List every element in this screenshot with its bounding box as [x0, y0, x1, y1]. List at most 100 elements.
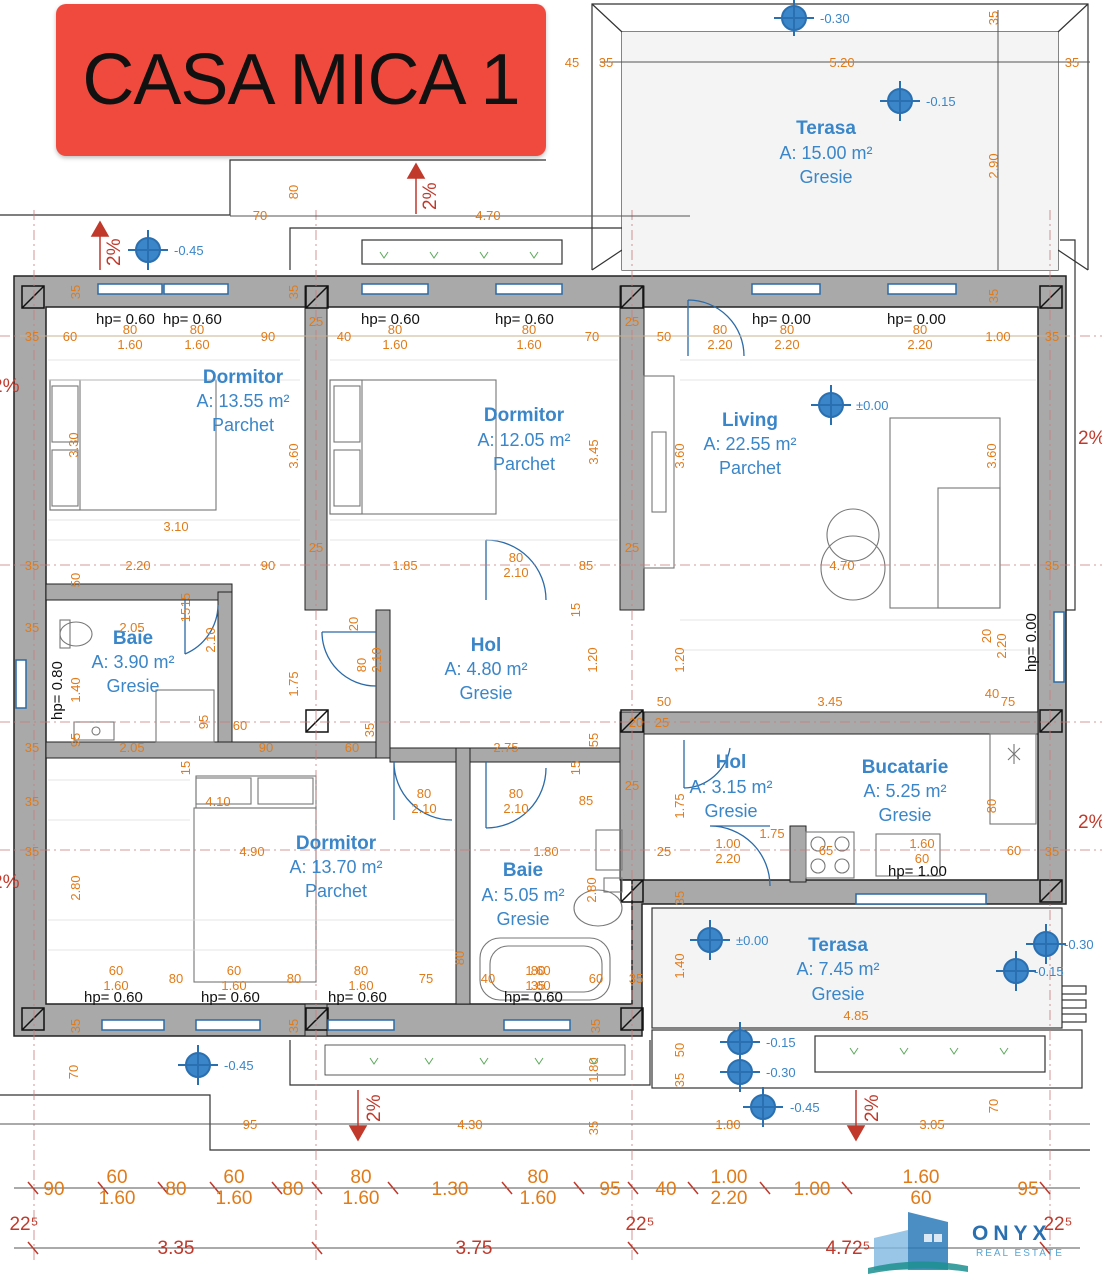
svg-text:A: 7.45 m²: A: 7.45 m²	[796, 959, 879, 979]
svg-text:20: 20	[346, 617, 361, 631]
svg-text:80: 80	[713, 322, 727, 337]
svg-text:25: 25	[657, 844, 671, 859]
grid-axes	[0, 210, 1102, 1260]
svg-text:40: 40	[985, 686, 999, 701]
svg-text:Dormitor: Dormitor	[484, 405, 565, 426]
svg-text:2.20: 2.20	[125, 558, 150, 573]
svg-text:1.40: 1.40	[68, 677, 83, 702]
room-labels: Terasa A: 15.00 m² Gresie Dormitor A: 13…	[91, 118, 948, 1004]
room-hol-1: Hol A: 4.80 m² Gresie	[444, 635, 527, 703]
svg-text:±0.00: ±0.00	[736, 933, 768, 948]
svg-text:80: 80	[417, 786, 431, 801]
svg-text:A: 13.70 m²: A: 13.70 m²	[289, 857, 382, 877]
svg-text:2.80: 2.80	[584, 877, 599, 902]
svg-text:80: 80	[286, 185, 301, 199]
svg-text:2%: 2%	[0, 872, 20, 893]
svg-text:2.75: 2.75	[493, 740, 518, 755]
svg-text:1.60: 1.60	[117, 337, 142, 352]
svg-text:80: 80	[169, 971, 183, 986]
svg-text:95: 95	[68, 733, 83, 747]
svg-text:-0.30: -0.30	[1064, 937, 1094, 952]
window-heights: hp= 0.60 hp= 0.60 hp= 0.60 hp= 0.60 hp= …	[49, 311, 1040, 1006]
svg-text:2.20: 2.20	[707, 337, 732, 352]
svg-text:1.40: 1.40	[672, 953, 687, 978]
svg-text:35: 35	[68, 1019, 83, 1033]
svg-text:hp= 0.80: hp= 0.80	[49, 661, 66, 720]
svg-text:60: 60	[106, 1167, 127, 1188]
svg-text:-0.15: -0.15	[1034, 964, 1064, 979]
svg-text:35: 35	[1045, 558, 1059, 573]
svg-text:Bucatarie: Bucatarie	[862, 757, 949, 778]
svg-text:Baie: Baie	[113, 628, 153, 649]
svg-text:25: 25	[655, 715, 669, 730]
dimension-ticks	[27, 1181, 1051, 1255]
svg-text:20: 20	[629, 715, 643, 730]
svg-text:2.10: 2.10	[411, 801, 436, 816]
svg-text:hp= 0.00: hp= 0.00	[752, 311, 811, 328]
logo-brand: ONYX	[972, 1222, 1052, 1245]
svg-text:1.00: 1.00	[985, 329, 1010, 344]
room-baie-2: Baie A: 5.05 m² Gresie	[481, 860, 564, 929]
svg-text:hp= 0.60: hp= 0.60	[504, 989, 563, 1006]
svg-text:35: 35	[1045, 844, 1059, 859]
floor-hatching	[48, 359, 1036, 951]
svg-text:1.60: 1.60	[516, 337, 541, 352]
svg-text:80: 80	[388, 322, 402, 337]
svg-text:35: 35	[599, 55, 613, 70]
svg-text:80: 80	[190, 322, 204, 337]
room-terasa-north: Terasa A: 15.00 m² Gresie	[779, 118, 872, 187]
svg-text:3.35: 3.35	[158, 1238, 195, 1259]
svg-text:1.60: 1.60	[525, 978, 550, 993]
dimension-labels: 45 35 5.20 35 35 70 4.70 80 35 35 80 1.6…	[25, 11, 1079, 1135]
svg-text:90: 90	[261, 329, 275, 344]
plan-title: CASA MICA 1	[82, 40, 520, 120]
svg-text:35: 35	[286, 285, 301, 299]
svg-text:55: 55	[586, 733, 601, 747]
svg-text:2.90: 2.90	[986, 153, 1001, 178]
svg-text:60: 60	[589, 971, 603, 986]
svg-text:60: 60	[63, 329, 77, 344]
svg-text:15: 15	[568, 761, 583, 775]
svg-text:1.60: 1.60	[909, 836, 934, 851]
svg-text:3.60: 3.60	[672, 443, 687, 468]
slope-labels: 2% 2% 2% 2% 2% 2% 2% 2%	[0, 182, 1102, 1122]
svg-text:35: 35	[588, 1019, 603, 1033]
svg-text:hp= 0.60: hp= 0.60	[328, 989, 387, 1006]
svg-text:±0.00: ±0.00	[856, 398, 888, 413]
svg-text:3.60: 3.60	[984, 443, 999, 468]
svg-text:-0.45: -0.45	[224, 1058, 254, 1073]
svg-text:2.05: 2.05	[119, 740, 144, 755]
svg-text:3.30: 3.30	[66, 432, 81, 457]
svg-text:25: 25	[625, 778, 639, 793]
svg-text:35: 35	[586, 1121, 601, 1135]
svg-text:25: 25	[309, 540, 323, 555]
svg-text:22⁵: 22⁵	[1043, 1214, 1072, 1235]
svg-text:2.10: 2.10	[503, 565, 528, 580]
svg-text:2.10: 2.10	[503, 801, 528, 816]
svg-text:50: 50	[657, 694, 671, 709]
svg-text:15: 15	[178, 608, 193, 622]
svg-text:Gresie: Gresie	[799, 167, 852, 187]
svg-text:2%: 2%	[1078, 428, 1102, 449]
svg-text:Parchet: Parchet	[305, 881, 367, 901]
svg-text:Hol: Hol	[471, 635, 502, 656]
svg-text:35: 35	[986, 289, 1001, 303]
svg-text:1.60: 1.60	[99, 1188, 136, 1209]
svg-text:35: 35	[531, 978, 545, 993]
svg-text:1.60: 1.60	[221, 978, 246, 993]
svg-text:hp= 0.60: hp= 0.60	[361, 311, 420, 328]
svg-text:85: 85	[579, 793, 593, 808]
svg-text:Parchet: Parchet	[719, 458, 781, 478]
svg-text:2.05: 2.05	[119, 620, 144, 635]
svg-text:25: 25	[625, 314, 639, 329]
svg-text:1.80: 1.80	[715, 1117, 740, 1132]
svg-text:45: 45	[565, 55, 579, 70]
level-markers	[128, 0, 1066, 1127]
svg-text:50: 50	[68, 573, 83, 587]
svg-text:-0.15: -0.15	[926, 94, 956, 109]
svg-text:15: 15	[178, 593, 193, 607]
svg-text:-0.15: -0.15	[766, 1035, 796, 1050]
svg-text:hp= 0.00: hp= 0.00	[1023, 613, 1040, 672]
svg-text:hp= 1.00: hp= 1.00	[888, 863, 947, 880]
svg-text:4.85: 4.85	[843, 1008, 868, 1023]
